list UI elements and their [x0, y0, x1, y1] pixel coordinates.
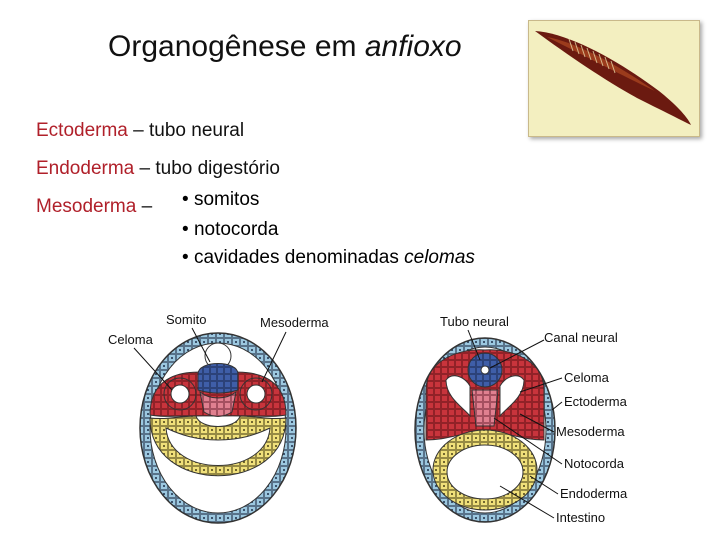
- germ-layer-name: Ectoderma: [36, 120, 128, 141]
- label-celoma: Celoma: [108, 332, 154, 347]
- item-text: notocorda: [193, 219, 279, 240]
- label-ectoderma: Ectoderma: [564, 394, 628, 409]
- right-celoma-right: [499, 375, 525, 418]
- right-celoma-left: [445, 375, 471, 418]
- left-gut: [165, 427, 271, 466]
- title-italic: anfioxo: [364, 30, 462, 63]
- label-endoderma: Endoderma: [560, 486, 628, 501]
- line-dash: –: [134, 158, 156, 179]
- mesoderm-item: • notocorda: [182, 218, 278, 242]
- label-notocorda: Notocorda: [564, 456, 625, 471]
- amphioxus-photo: [528, 20, 700, 137]
- mesoderm-line: Mesoderma –: [36, 192, 280, 230]
- germ-layer-name: Mesoderma: [36, 196, 137, 217]
- line-text: tubo neural: [149, 120, 245, 141]
- line-dash: –: [127, 120, 149, 141]
- endoderm-line: Endoderma – tubo digestório: [36, 154, 280, 192]
- title-main: Organogênese em: [108, 30, 365, 63]
- label-celoma: Celoma: [564, 370, 610, 385]
- label-intestino: Intestino: [556, 510, 605, 525]
- right-notochord: [471, 389, 499, 427]
- label-tubo-neural: Tubo neural: [440, 314, 509, 329]
- ectoderm-line: Ectoderma – tubo neural: [36, 116, 280, 154]
- item-italic: celomas: [404, 247, 475, 268]
- left-celoma-left: [170, 384, 190, 404]
- embryo-cross-section-diagrams: Somito Mesoderma Celoma Tubo neural Cana…: [108, 312, 628, 525]
- right-intestine: [446, 444, 524, 500]
- line-dash: –: [136, 196, 153, 217]
- right-neural-canal: [480, 365, 490, 375]
- bullet: •: [182, 247, 189, 268]
- label-mesoderma: Mesoderma: [556, 424, 625, 439]
- mesoderm-item: • cavidades denominadas celomas: [182, 246, 475, 270]
- germ-layer-list: Ectoderma – tubo neural Endoderma – tubo…: [36, 116, 280, 230]
- label-somito: Somito: [166, 312, 206, 327]
- bullet: •: [182, 219, 189, 240]
- bullet: •: [182, 189, 189, 210]
- left-neural-tube: [197, 363, 239, 394]
- left-celoma-right: [246, 384, 266, 404]
- germ-layer-name: Endoderma: [36, 158, 135, 179]
- label-canal-neural: Canal neural: [544, 330, 618, 345]
- page-title: Organogênese em anfioxo: [108, 30, 462, 64]
- left-embryo: Somito Mesoderma Celoma: [108, 312, 329, 524]
- item-text: cavidades denominadas: [193, 247, 405, 268]
- right-embryo: Tubo neural Canal neural Celoma Ectoderm…: [414, 314, 628, 525]
- item-text: somitos: [193, 189, 260, 210]
- line-text: tubo digestório: [155, 158, 281, 179]
- left-notochord: [199, 390, 237, 417]
- amphioxus-icon: [535, 31, 691, 125]
- mesoderm-item: • somitos: [182, 188, 259, 212]
- label-mesoderma: Mesoderma: [260, 315, 329, 330]
